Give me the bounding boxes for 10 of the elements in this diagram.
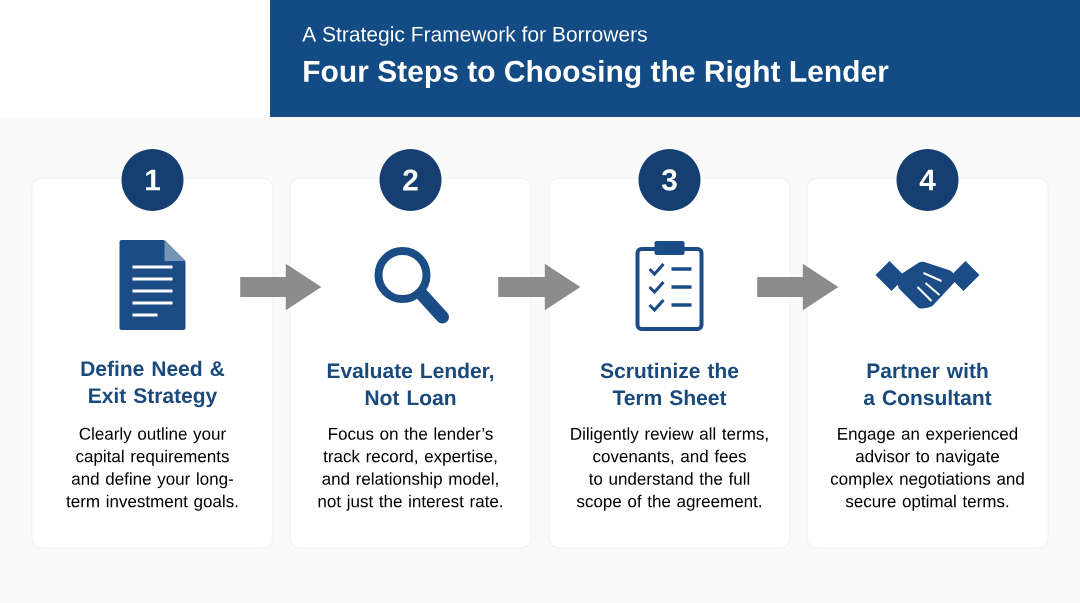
title: Four Steps to Choosing the Right Lender: [304, 59, 889, 89]
step-heading: Define Need & Exit Strategy: [81, 360, 225, 408]
step-description: Diligently review all terms, covenants, and fees to understand the full scope of the agreement.: [571, 427, 768, 511]
step-heading: Partner with a Consultant: [863, 362, 992, 406]
step-heading: Evaluate Lender, Not Loan: [327, 362, 494, 406]
step-heading: Scrutinize the Term Sheet: [600, 362, 739, 406]
step-description: Clearly outline your capital requirements and define your long-term investment goals.: [66, 427, 238, 511]
step-description: Engage an experienced advisor to navigate complex negotiations and secure optimal terms.: [830, 427, 1024, 511]
subtitle: A Strategic Framework for Borrowers: [302, 26, 647, 46]
step-description: Focus on the lender’s track record, expertise, and relationship model, not just the interest rate.: [318, 427, 502, 511]
